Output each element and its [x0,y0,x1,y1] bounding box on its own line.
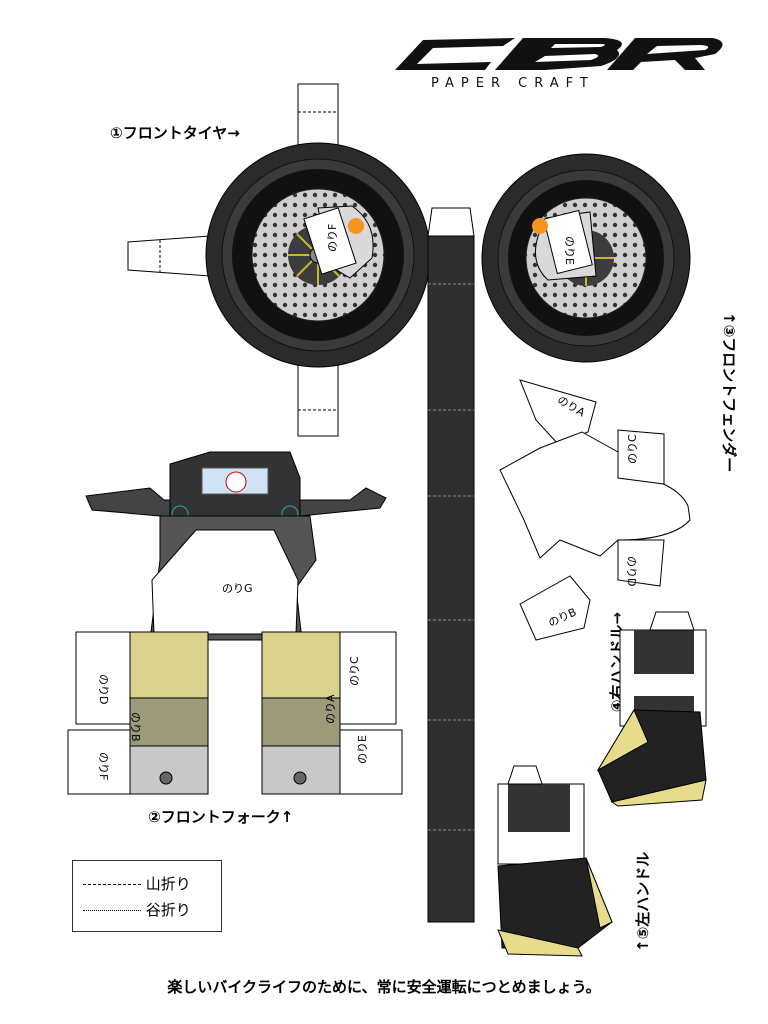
glue-tab-b-fork: のりB [129,712,142,742]
legend-mountain-fold: 山折り [145,875,191,893]
glue-tab-c-fork: のりC [348,656,361,686]
glue-tab-d-fender: のりD [625,556,638,586]
safety-footer: 楽しいバイクライフのために、常に安全運転につとめましょう。 [167,978,601,996]
legend-valley-row: 谷折り [83,899,191,920]
glue-tab-f-wheel: のりF [326,224,339,252]
front-tire-left: のりF [127,83,431,437]
cbr-logo-mark [395,38,723,70]
glue-tab-c-fender: のりC [626,434,639,464]
glue-tab-e-fork: のりE [356,735,369,764]
glue-tab-d-fork: のりD [97,674,110,704]
glue-tab-g: のりG [222,582,253,595]
glue-tab-e-wheel: のりE [563,236,576,265]
right-handle-part [596,611,707,807]
front-fender: のりA のりC のりD のりB [499,379,691,641]
front-tire-right: のりE [481,153,691,363]
front-fork-label: ②フロントフォーク↑ [148,808,294,826]
cbr-logo: PAPER CRAFT [395,36,725,91]
dashed-line-sample [83,884,141,885]
legend-valley-fold: 谷折り [145,901,191,919]
front-tire-label: ①フロントタイヤ→ [110,124,240,142]
glue-tab-f-fork: のりF [97,752,110,780]
logo-subtitle: PAPER CRAFT [431,76,595,91]
fold-legend: 山折り 谷折り [72,860,222,932]
glue-tab-a-fork: のりA [324,694,337,724]
tire-tread-strip [427,207,475,923]
front-fork: のりG のりD のりF のりB のりC のりE のりA [67,451,403,795]
dashdot-line-sample [83,910,141,911]
legend-mountain-row: 山折り [83,873,191,894]
left-handle-part [497,765,613,957]
